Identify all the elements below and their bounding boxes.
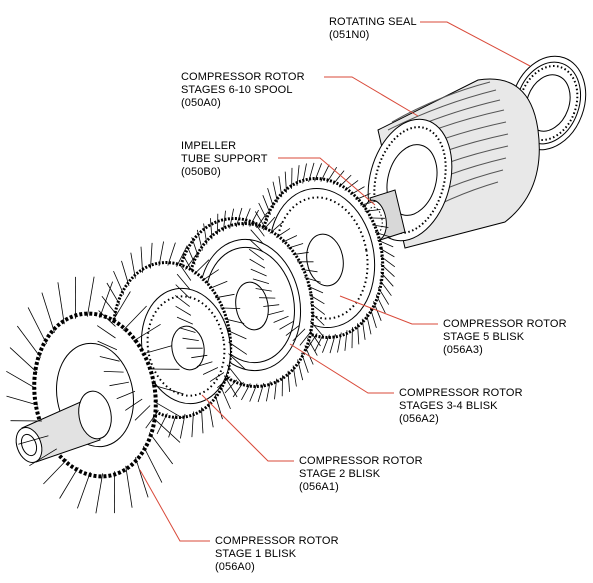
callout-spool-line1: COMPRESSOR ROTOR [181,71,305,83]
stage-1-blades [6,276,184,514]
callout-stage5-line3: (056A3) [443,344,483,356]
callout-stage1-line3: (056A0) [215,561,255,573]
callout-impeller: IMPELLER TUBE SUPPORT (050B0) [181,140,268,179]
callout-stage2-line2: STAGE 2 BLISK [299,468,381,480]
callout-stage5-line2: STAGE 5 BLISK [443,331,525,343]
callout-rotating-seal-line1: ROTATING SEAL [329,16,417,28]
spool-part [367,78,540,249]
stage-5-blades [248,162,396,354]
leader-rotating-seal [420,21,531,67]
callout-impeller-line3: (050B0) [181,166,221,178]
leader-lines [139,21,531,542]
stages-3-4-blades [174,207,326,403]
leader-spool [324,76,419,117]
callout-spool: COMPRESSOR ROTOR STAGES 6-10 SPOOL (050A… [181,71,305,110]
callout-stage2: COMPRESSOR ROTOR STAGE 2 BLISK (056A1) [299,455,423,494]
callout-impeller-line2: TUBE SUPPORT [181,153,268,165]
callout-impeller-line1: IMPELLER [181,140,237,152]
stage-1-blisk-part [15,311,158,479]
leader-stage2 [201,394,294,462]
stage-2-blisk-part [111,261,233,419]
callout-stage34-line1: COMPRESSOR ROTOR [399,387,523,399]
callout-stage2-line3: (056A1) [299,481,339,493]
callout-spool-line2: STAGES 6-10 SPOOL [181,84,293,96]
callout-rotating-seal-line2: (051N0) [329,29,370,41]
leader-impeller [278,157,376,206]
callout-stage1-line2: STAGE 1 BLISK [215,548,297,560]
leader-stage34 [289,343,394,394]
callout-stage1: COMPRESSOR ROTOR STAGE 1 BLISK (056A0) [215,535,339,574]
callout-stage2-line1: COMPRESSOR ROTOR [299,455,423,467]
callout-stage34: COMPRESSOR ROTOR STAGES 3-4 BLISK (056A2… [399,387,523,426]
callout-stage1-line1: COMPRESSOR ROTOR [215,535,339,547]
leader-stage1 [139,469,210,542]
callout-stage5-line1: COMPRESSOR ROTOR [443,318,567,330]
callout-stage5: COMPRESSOR ROTOR STAGE 5 BLISK (056A3) [443,318,567,357]
callout-stage34-line2: STAGES 3-4 BLISK [399,400,498,412]
callout-spool-line3: (050A0) [181,97,221,109]
callout-rotating-seal: ROTATING SEAL (051N0) [329,16,417,42]
callout-stage34-line3: (056A2) [399,413,439,425]
leader-stage5 [339,295,438,325]
